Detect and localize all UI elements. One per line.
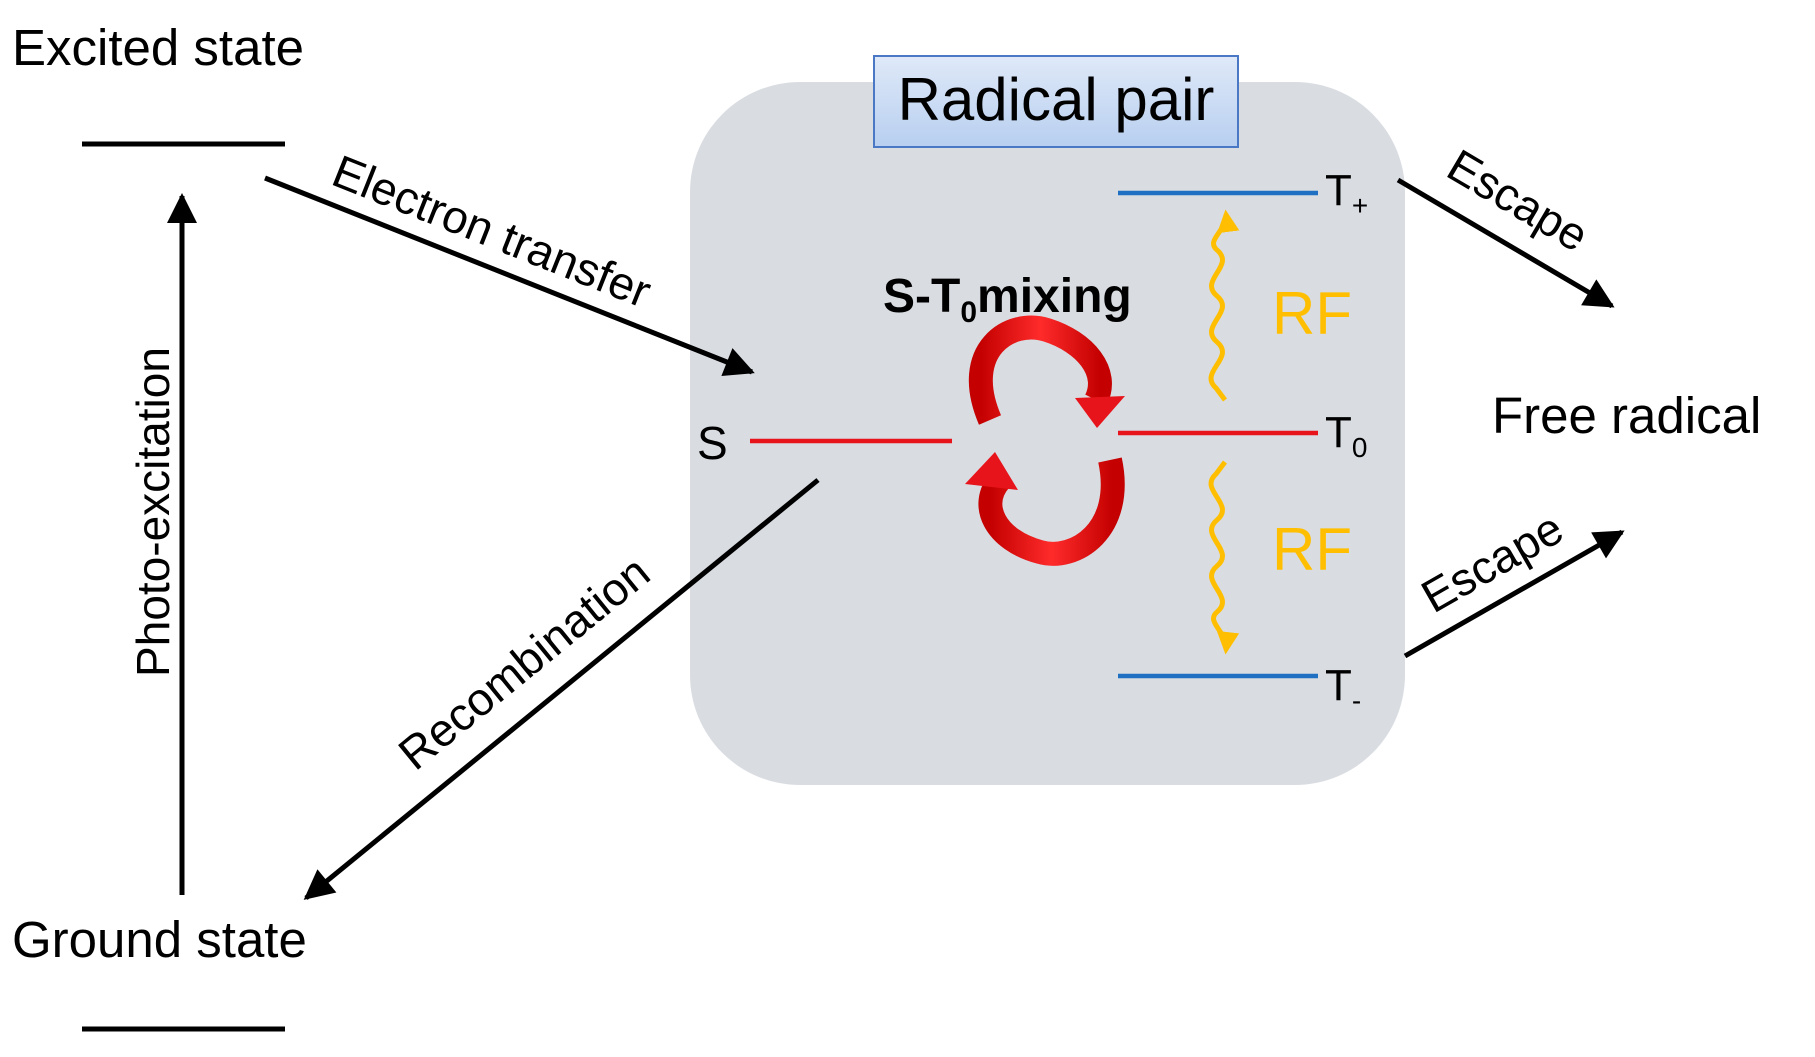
rf-upper-wavy-arrow bbox=[1208, 209, 1240, 402]
recombination-label: Recombination bbox=[389, 545, 660, 779]
rf-lower-label: RF bbox=[1272, 516, 1352, 583]
free-radical-label: Free radical bbox=[1492, 387, 1761, 444]
escape-lower-arrow bbox=[1403, 529, 1625, 659]
recombination-arrow bbox=[303, 478, 820, 900]
mixing-label: S-T0mixing bbox=[883, 270, 1132, 329]
radical-pair-title: Radical pair bbox=[898, 66, 1215, 133]
circular-exchange-arrows-icon bbox=[965, 315, 1125, 566]
rf-upper-label: RF bbox=[1272, 280, 1352, 347]
radical-pair-title-box bbox=[873, 55, 1239, 148]
t-minus-label: T- bbox=[1325, 661, 1361, 716]
electron-transfer-label: Electron transfer bbox=[326, 145, 659, 318]
t-plus-label: T+ bbox=[1325, 166, 1368, 221]
escape-upper-label: Escape bbox=[1439, 139, 1598, 262]
excited-state-label: Excited state bbox=[12, 19, 304, 76]
rf-lower-wavy-arrow bbox=[1208, 460, 1240, 655]
singlet-label: S bbox=[697, 417, 728, 469]
photo-excitation-label: Photo-excitation bbox=[127, 347, 179, 677]
t-zero-label: T0 bbox=[1325, 408, 1367, 463]
escape-upper-arrow bbox=[1396, 177, 1615, 309]
ground-state-label: Ground state bbox=[12, 911, 307, 968]
radical-pair-box bbox=[690, 82, 1405, 785]
electron-transfer-arrow bbox=[264, 175, 755, 376]
